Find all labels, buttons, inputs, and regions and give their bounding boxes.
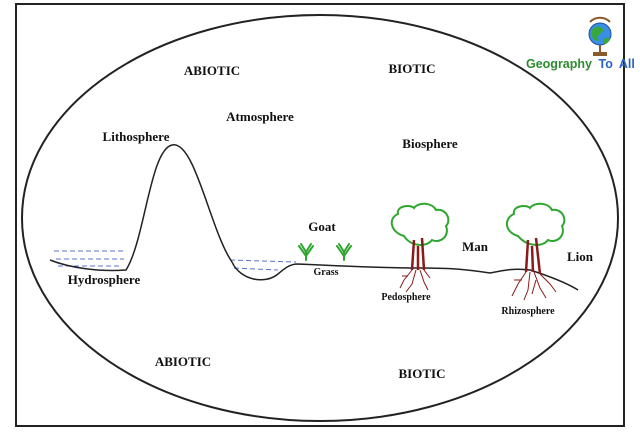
tree-1-icon: [390, 202, 450, 293]
label-grass: Grass: [314, 267, 339, 278]
tree-2-icon: [506, 202, 566, 301]
label-biotic-top: BIOTIC: [389, 61, 436, 76]
label-hydrosphere: Hydrosphere: [68, 272, 141, 287]
grass-icon: [298, 243, 352, 261]
globe-icon: [588, 16, 612, 56]
label-rhizosphere: Rhizosphere: [501, 306, 555, 317]
roots-1: [399, 269, 431, 293]
land-profile: [49, 144, 579, 291]
logo-word-to: To: [598, 57, 613, 71]
water-basin: [229, 259, 297, 271]
logo-word-all: All: [619, 57, 635, 71]
label-abiotic-top: ABIOTIC: [184, 63, 240, 78]
label-abiotic-bottom: ABIOTIC: [155, 354, 211, 369]
label-atmosphere: Atmosphere: [226, 109, 294, 124]
label-lion: Lion: [567, 249, 594, 264]
label-pedosphere: Pedosphere: [381, 292, 431, 303]
logo: Geography To All: [526, 16, 635, 71]
ecosystem-ellipse: [21, 14, 619, 422]
label-biosphere: Biosphere: [402, 136, 458, 151]
label-man: Man: [462, 239, 489, 254]
svg-text:Geography To All: Geography To All: [526, 57, 635, 71]
roots-2: [511, 271, 557, 301]
logo-word-geography: Geography: [526, 57, 592, 71]
label-biotic-bottom: BIOTIC: [399, 366, 446, 381]
label-lithosphere: Lithosphere: [103, 129, 170, 144]
label-goat: Goat: [308, 219, 336, 234]
